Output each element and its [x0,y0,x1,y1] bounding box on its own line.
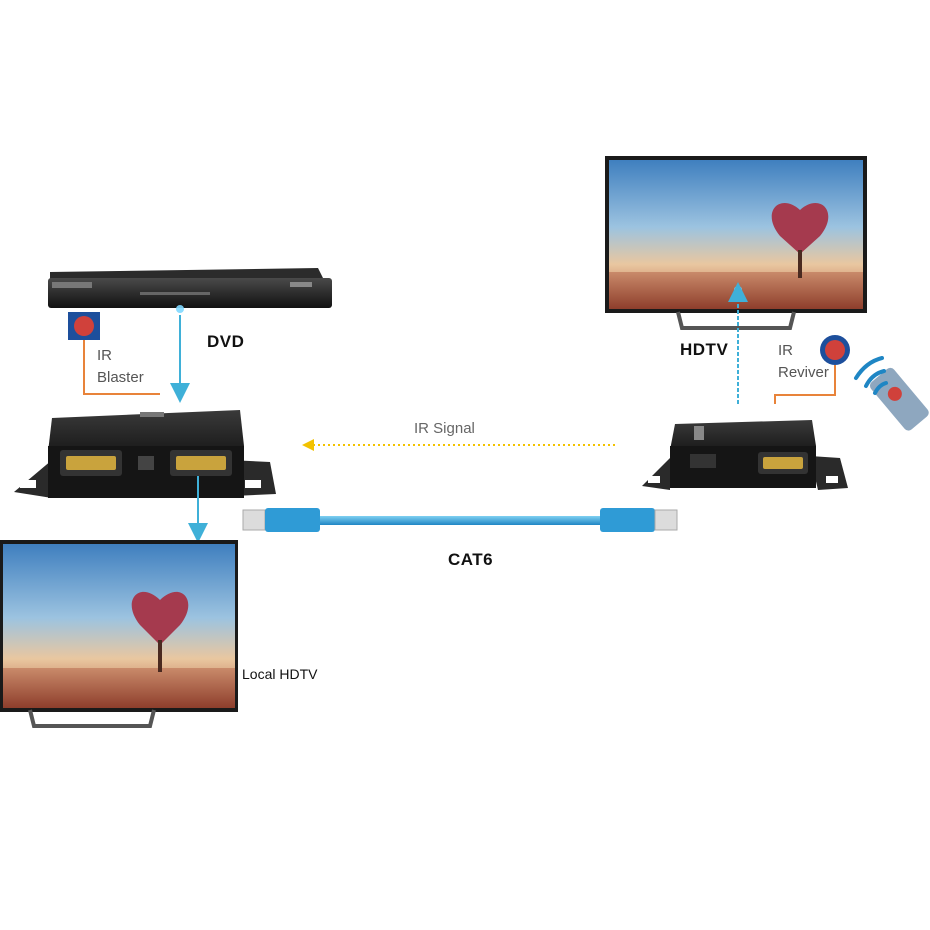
local-hdtv-label: Local HDTV [242,666,318,682]
receiver-unit [642,420,848,490]
local-hdtv [0,540,238,728]
cat6-cable [242,508,678,532]
ir-receiver [774,335,850,404]
ir-receiver-label-line1: IR [778,342,793,359]
remote-hdtv [605,156,867,330]
ir-blaster-label: IR Blaster [97,345,144,389]
ir-blaster [68,312,160,395]
dvd-label: DVD [207,332,245,351]
transmitter-unit [14,410,276,498]
hdtv-label: HDTV [680,340,729,359]
ir-signal-arrow [302,439,615,451]
remote-control [854,356,929,431]
ir-blaster-label-line2: Blaster [97,369,144,386]
ir-signal-label: IR Signal [414,420,475,437]
dvd-player [48,268,332,313]
cat6-label: CAT6 [448,550,494,569]
ir-receiver-label-line2: Reviver [778,364,829,381]
ir-receiver-label: IR Reviver [778,340,829,384]
ir-blaster-label-line1: IR [97,347,112,364]
